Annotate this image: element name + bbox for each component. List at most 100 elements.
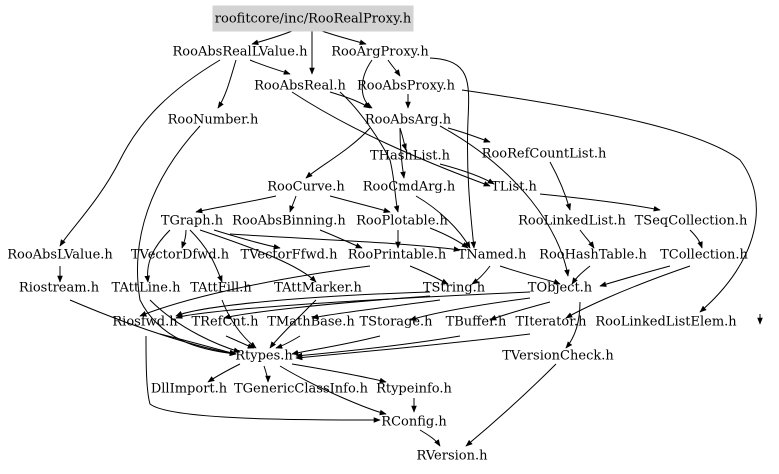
node-RooAbsRealLValue[interactable]: RooAbsRealLValue.h (173, 45, 309, 60)
edge-RooAbsArg-TObject (439, 125, 570, 277)
node-Riosfwd[interactable]: Riosfwd.h (112, 315, 178, 330)
edge-RooPrintable-Riosfwd (139, 265, 371, 317)
node-RooCurve[interactable]: RooCurve.h (267, 180, 345, 195)
edge-TVersionCheck-RVersion (465, 363, 557, 447)
edge-RooAbsReal-RooAbsArg (329, 91, 371, 109)
node-RooCmdArg[interactable]: RooCmdArg.h (363, 180, 456, 195)
edge-THashList-TList (439, 163, 495, 185)
node-TRefCnt[interactable]: TRefCnt.h (191, 315, 259, 330)
node-TNamed[interactable]: TNamed.h (458, 248, 527, 263)
edge-TSeqCollection-TCollection (689, 229, 703, 249)
edge-Riostream-Rtypes (69, 299, 237, 356)
node-TBuffer[interactable]: TBuffer.h (446, 315, 507, 330)
root-node-box (212, 5, 414, 32)
node-TGenericClassInfo[interactable]: TGenericClassInfo.h (234, 382, 369, 397)
edge-TGraph-TAttFill (189, 229, 223, 283)
dependency-edges (57, 30, 763, 447)
node-TVectorFfwd[interactable]: TVectorFfwd.h (241, 248, 339, 263)
edge-TNamed-TString (471, 265, 491, 285)
edge-RooArgProxy-TNamed (429, 57, 477, 249)
edge-RooArgProxy-RooAbsProxy (387, 59, 401, 77)
node-Riostream[interactable]: Riostream.h (19, 281, 100, 296)
node-TIterator[interactable]: TIterator.h (515, 315, 587, 330)
node-RooPlotable[interactable]: RooPlotable.h (356, 214, 448, 229)
node-RConfig[interactable]: RConfig.h (381, 415, 447, 430)
edge-RooCurve-RooPlotable (329, 195, 391, 213)
node-TSeqCollection[interactable]: TSeqCollection.h (635, 214, 748, 229)
edge-RooAbsRealLValue-RooNumber (217, 59, 237, 109)
node-TAttLine[interactable]: TAttLine.h (112, 281, 182, 296)
edge-RooAbsRealLValue-RooAbsLValue (59, 59, 221, 247)
edge-Rtypes-DllImport (207, 363, 241, 383)
node-TStorage[interactable]: TStorage.h (359, 315, 433, 330)
node-TString[interactable]: TString.h (423, 281, 486, 296)
edge-TObject-TStorage (409, 297, 531, 321)
edge-TRefCnt-Rtypes (225, 335, 255, 349)
node-TAttFill[interactable]: TAttFill.h (190, 281, 252, 296)
edge-TObject-TBuffer (489, 301, 551, 321)
edge-RooHashTable-TObject (571, 265, 591, 285)
edge-RooCurve-RooAbsBinning (289, 195, 297, 213)
edge-TGraph-TVectorDfwd (181, 229, 187, 249)
node-TList[interactable]: TList.h (491, 180, 537, 195)
root-node-label: roofitcore/inc/RooRealProxy.h (215, 12, 412, 27)
edge-TIterator-Rtypes (295, 333, 531, 361)
edge-TMathBase-Rtypes (275, 335, 301, 349)
node-TVersionCheck[interactable]: TVersionCheck.h (502, 349, 614, 364)
edge-TAttMarker-Rtypes (269, 299, 317, 349)
edge-root-RooArgProxy (321, 30, 367, 45)
node-TObject[interactable]: TObject.h (528, 281, 593, 296)
root-node[interactable]: roofitcore/inc/RooRealProxy.h (212, 5, 414, 32)
node-TAttMarker[interactable]: TAttMarker.h (274, 281, 362, 296)
node-RooLinkedListElem[interactable]: RooLinkedListElem.h (595, 315, 737, 330)
node-RooRefCountList[interactable]: RooRefCountList.h (482, 147, 607, 162)
edge-RooPrintable-TString (409, 265, 449, 285)
node-Rtypes[interactable]: Rtypes.h (235, 349, 293, 364)
node-RVersion[interactable]: RVersion.h (417, 449, 489, 464)
edge-RooAbsArg-RooCurve (305, 127, 371, 179)
edge-TGraph-TVectorFfwd (213, 229, 281, 250)
edge-TString-Riosfwd (175, 291, 431, 317)
node-RooAbsArg[interactable]: RooAbsArg.h (365, 113, 452, 128)
node-Rtypeinfo[interactable]: Rtypeinfo.h (376, 382, 452, 397)
header-nodes: RooAbsRealLValue.h RooArgProxy.h RooAbsR… (7, 45, 748, 464)
edge-RooAbsProxy-RooLinkedListElem (461, 89, 757, 313)
edge-TGraph-TNamed (229, 233, 461, 252)
edge-RooAbsBinning-RooPrintable (319, 229, 363, 249)
edge-TGraph-TAttMarker (199, 229, 317, 283)
node-RooAbsReal[interactable]: RooAbsReal.h (254, 79, 346, 94)
edge-TObject-TVersionCheck (565, 301, 581, 349)
edge-TCollection-TObject (599, 265, 671, 287)
node-TGraph[interactable]: TGraph.h (161, 214, 224, 229)
edge-TBuffer-Rtypes (295, 335, 461, 359)
node-DllImport[interactable]: DllImport.h (151, 382, 228, 397)
node-RooAbsProxy[interactable]: RooAbsProxy.h (357, 79, 456, 94)
edge-Rtypes-TGenericClassInfo (263, 365, 271, 383)
edge-TNamed-TObject (499, 265, 561, 285)
edge-TAttLine-Rtypes (149, 299, 241, 353)
node-RooAbsBinning[interactable]: RooAbsBinning.h (232, 214, 346, 229)
node-TCollection[interactable]: TCollection.h (660, 248, 748, 263)
edge-Riosfwd-Rtypes (159, 333, 237, 356)
edge-TString-TRefCnt (223, 295, 431, 320)
node-RooAbsLValue[interactable]: RooAbsLValue.h (7, 248, 113, 263)
node-TVectorDfwd[interactable]: TVectorDfwd.h (131, 248, 230, 263)
node-RooHashTable[interactable]: RooHashTable.h (539, 248, 647, 263)
edge-TList-TSeqCollection (539, 193, 661, 212)
edge-RooAbsReal-RooPlotable (339, 91, 400, 213)
node-TMathBase[interactable]: TMathBase.h (267, 315, 355, 330)
edge-RooCurve-TGraph (195, 195, 277, 214)
edge-RooRefCountList-RooLinkedList (549, 161, 571, 211)
node-THashList[interactable]: THashList.h (370, 149, 451, 164)
node-RooArgProxy[interactable]: RooArgProxy.h (331, 45, 429, 60)
node-RooNumber[interactable]: RooNumber.h (168, 113, 259, 128)
edge-RooAbsReal-TList (291, 91, 491, 187)
node-RooLinkedList[interactable]: RooLinkedList.h (518, 214, 626, 229)
edge-RooAbsArg-RooRefCountList (447, 127, 491, 143)
edge-RooNumber-Rtypes (137, 125, 237, 357)
edge-RooPlotable-TNamed (429, 227, 469, 249)
node-RooPrintable[interactable]: RooPrintable.h (348, 248, 447, 263)
edge-TGraph-TAttLine (144, 229, 171, 283)
edge-Riosfwd-RConfig (145, 335, 381, 423)
